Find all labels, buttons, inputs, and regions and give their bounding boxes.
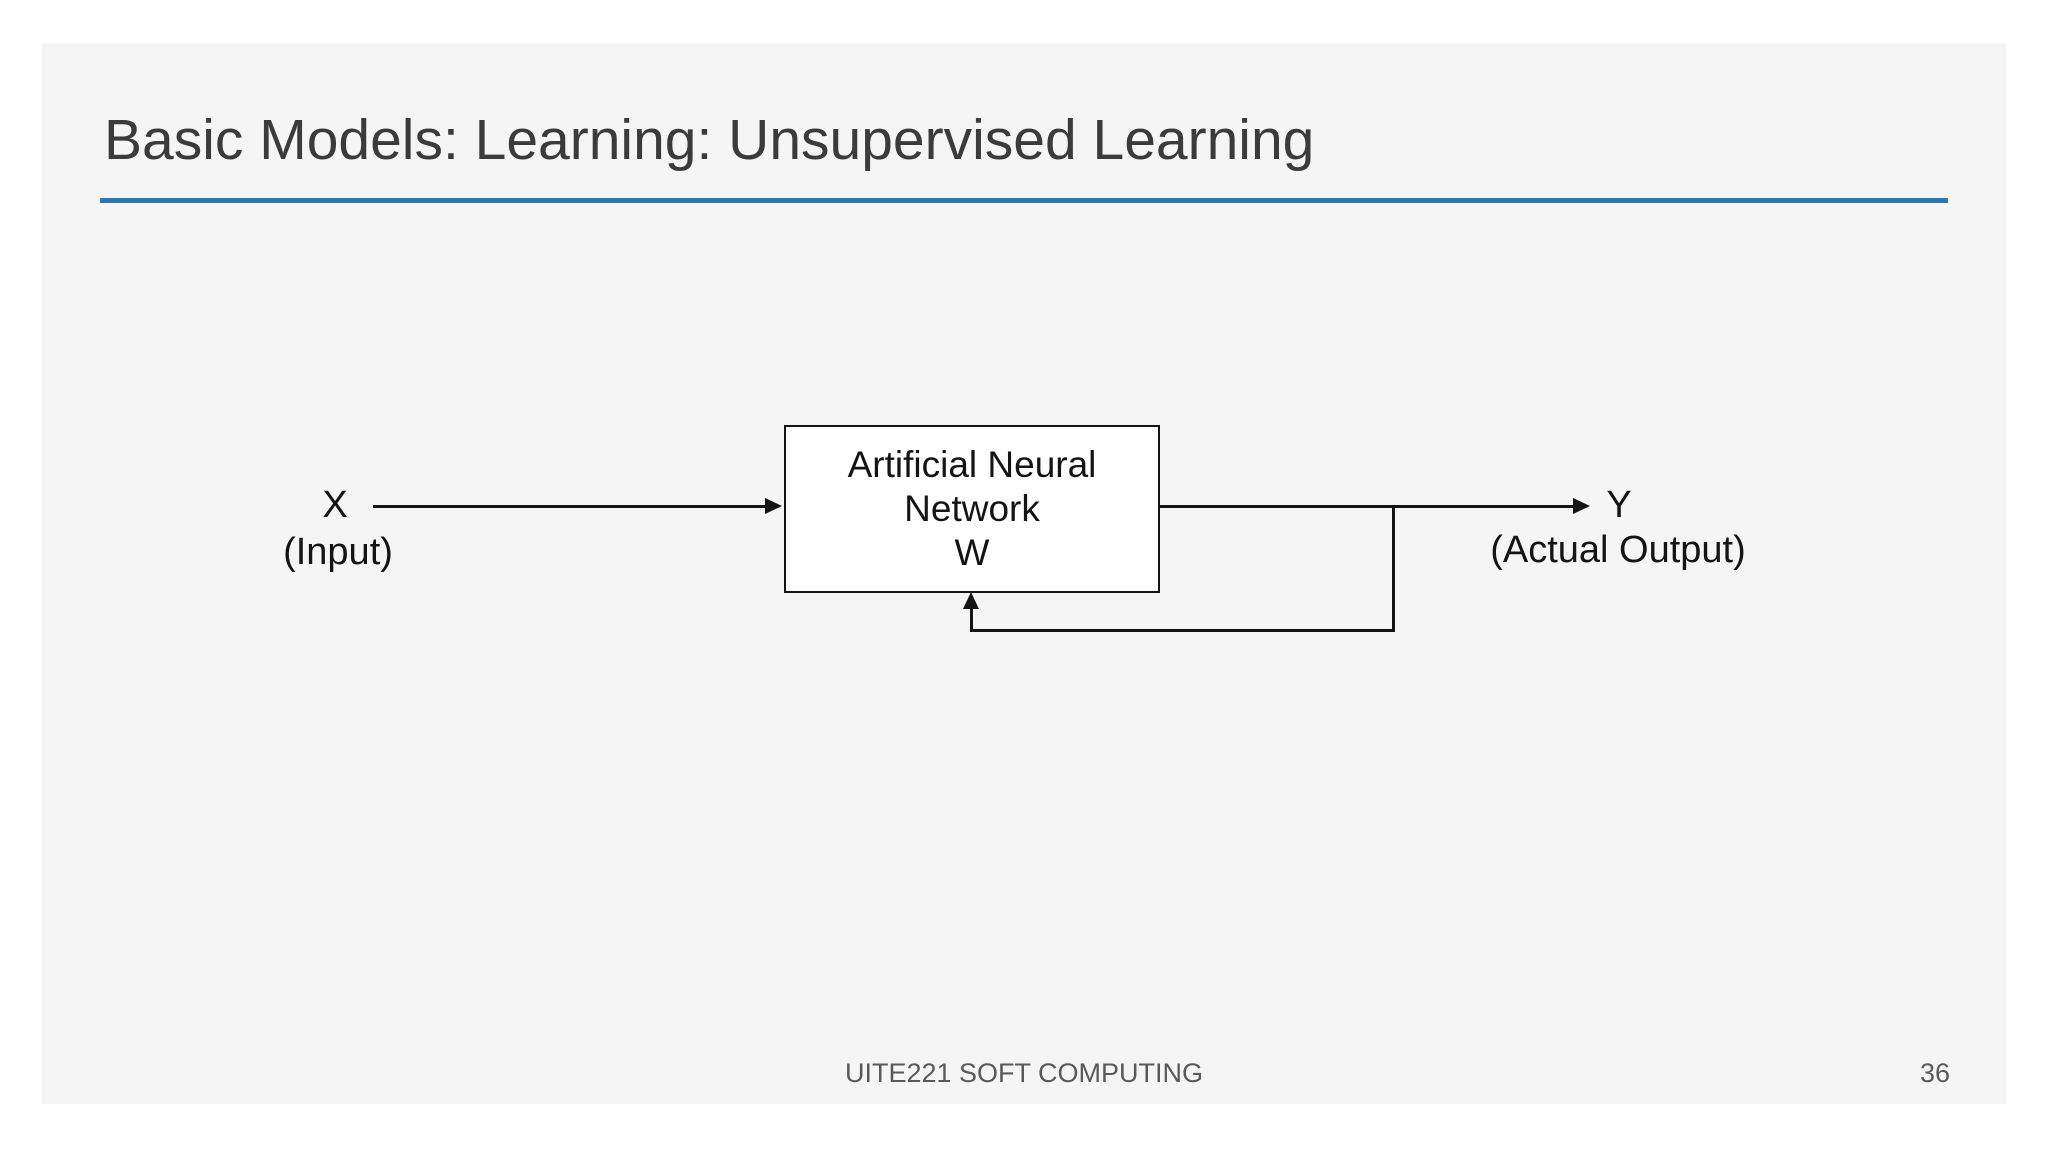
ann-box: Artificial Neural Network W [784,425,1160,593]
slide-title: Basic Models: Learning: Unsupervised Lea… [104,108,1315,172]
ann-box-line-3: W [954,532,990,573]
output-arrow-line [1160,505,1574,508]
input-arrowhead-icon [765,498,782,514]
input-symbol-label: X [322,484,348,526]
title-accent-rule [100,198,1948,203]
slide-page-number: 36 [1919,1058,1950,1088]
feedback-line-vertical-right [1392,505,1395,632]
footer-course-code: UITE221 SOFT COMPUTING [844,1058,1204,1088]
slide-canvas: Basic Models: Learning: Unsupervised Lea… [42,43,2006,1104]
ann-feedback-diagram: X (Input) Artificial Neural Network W Y … [42,43,2006,1104]
feedback-line-vertical-left [970,607,973,632]
ann-box-line-1: Artificial Neural [847,444,1097,485]
feedback-line-horizontal [970,629,1395,632]
feedback-arrowhead-icon [963,592,979,609]
input-arrow-line [373,505,765,508]
output-caption-label: (Actual Output) [1490,529,1746,571]
input-caption-label: (Input) [283,531,393,573]
output-arrowhead-icon [1573,498,1590,514]
ann-box-line-2: Network [904,488,1040,529]
output-symbol-label: Y [1606,484,1632,526]
